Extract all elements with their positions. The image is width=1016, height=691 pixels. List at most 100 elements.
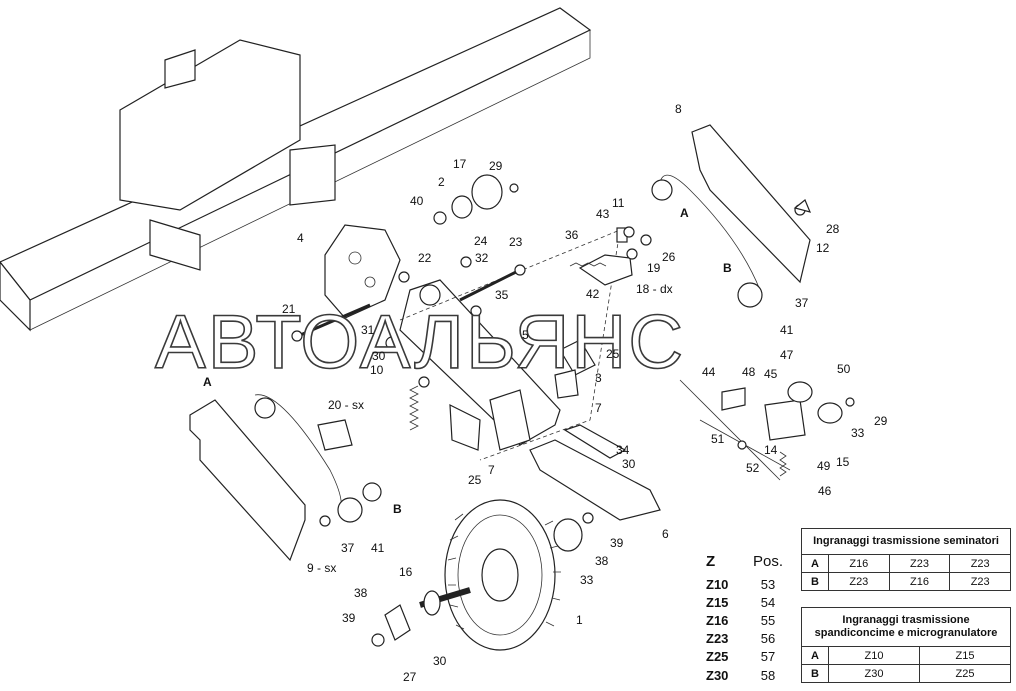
seed-table-row: A Z16 Z23 Z23 xyxy=(802,555,1010,573)
pos-value: 55 xyxy=(760,612,776,628)
z-header: Z xyxy=(706,553,716,570)
callout-label: 38 xyxy=(595,554,609,568)
spring-10 xyxy=(409,376,430,431)
z-pos-header: Z Pos. xyxy=(700,553,790,575)
callout-label: 1 xyxy=(576,613,583,627)
z-value: Z16 xyxy=(706,612,729,628)
z-value: Z30 xyxy=(706,667,729,683)
callout-label: 39 xyxy=(610,536,624,550)
drive-wheel xyxy=(444,499,594,651)
callout-label: 21 xyxy=(282,302,296,316)
callout-label: A xyxy=(203,375,212,389)
callout-label: 17 xyxy=(453,157,467,171)
micro-table-title: Ingranaggi trasmissione spandiconcime e … xyxy=(802,608,1010,647)
callout-label: 40 xyxy=(410,194,424,208)
z-pos-row: Z15 54 xyxy=(700,593,790,611)
callout-label: 38 xyxy=(354,586,368,600)
callout-label: 48 xyxy=(742,365,756,379)
gear-cell: Z10 xyxy=(829,647,920,664)
pos-value: 54 xyxy=(760,594,776,610)
z-value: Z10 xyxy=(706,576,729,592)
callout-label: 8 xyxy=(675,102,682,116)
micro-table-row: B Z30 Z25 xyxy=(802,665,1010,682)
callout-label: 5 xyxy=(522,328,529,342)
row-key: B xyxy=(802,665,829,682)
gear-cell: Z30 xyxy=(829,665,920,682)
lower-linkage xyxy=(679,379,855,481)
callout-label: 25 xyxy=(468,473,482,487)
skid-plate xyxy=(529,424,661,521)
callout-label: 4 xyxy=(297,231,304,245)
gear-cell: Z15 xyxy=(955,649,975,662)
callout-label: 29 xyxy=(874,414,888,428)
callout-label: 33 xyxy=(580,573,594,587)
callout-label: 45 xyxy=(764,367,778,381)
row-key: A xyxy=(802,647,829,664)
callout-label: 22 xyxy=(418,251,432,265)
callout-label: 6 xyxy=(662,527,669,541)
z-value: Z23 xyxy=(706,631,729,647)
bracket-18 xyxy=(569,227,633,286)
bolt-23 xyxy=(459,264,526,302)
callout-label: 16 xyxy=(399,565,413,579)
callout-label: 20 - sx xyxy=(328,398,364,412)
gear-cell: Z23 xyxy=(829,573,890,590)
callout-label: 47 xyxy=(780,348,794,362)
pos-value: 56 xyxy=(760,631,776,647)
callout-label: 43 xyxy=(596,207,610,221)
callout-label: 28 xyxy=(826,222,840,236)
callout-label: 51 xyxy=(711,432,725,446)
callout-label: 31 xyxy=(361,323,375,337)
seed-table-row: B Z23 Z16 Z23 xyxy=(802,573,1010,590)
callout-label: 37 xyxy=(341,541,355,555)
callout-label: B xyxy=(723,261,732,275)
callout-label: 35 xyxy=(495,288,509,302)
callout-label: 11 xyxy=(612,196,625,210)
watermark-text: АВТОАЛЬЯНС xyxy=(155,300,685,385)
sprocket-hub xyxy=(433,174,519,225)
callout-label: 49 xyxy=(817,459,831,473)
callout-label: 50 xyxy=(837,362,851,376)
callout-label: 14 xyxy=(764,443,778,457)
callout-label: A xyxy=(680,206,689,220)
z-pos-row: Z16 55 xyxy=(700,611,790,629)
callout-label: 30 xyxy=(372,349,386,363)
axle-assembly xyxy=(371,587,471,647)
gear-cell: Z23 xyxy=(890,555,951,572)
callout-label: 42 xyxy=(586,287,600,301)
callout-label: 32 xyxy=(475,251,489,265)
callout-label: B xyxy=(393,502,402,516)
callout-label: 26 xyxy=(662,250,676,264)
gear-cell: Z23 xyxy=(970,575,990,588)
micro-gear-table: Ingranaggi trasmissione spandiconcime e … xyxy=(801,607,1011,683)
gear-cell: Z25 xyxy=(955,667,975,680)
callout-label: 46 xyxy=(818,484,832,498)
z-value: Z15 xyxy=(706,594,729,610)
z-pos-row: Z10 53 xyxy=(700,575,790,593)
gear-cell: Z23 xyxy=(970,557,990,570)
callout-label: 7 xyxy=(488,463,495,477)
seed-gear-table: Ingranaggi trasmissione seminatori A Z16… xyxy=(801,528,1011,591)
gear-cell: Z16 xyxy=(890,573,951,590)
callout-label: 7 xyxy=(595,401,602,415)
callout-label: 23 xyxy=(509,235,523,249)
pos-value: 53 xyxy=(760,576,776,592)
callout-label: 30 xyxy=(622,457,636,471)
callout-label: 41 xyxy=(371,541,385,555)
callout-label: 19 xyxy=(647,261,661,275)
small-parts xyxy=(317,199,812,451)
main-arm xyxy=(399,229,621,461)
callout-label: 25 xyxy=(606,347,620,361)
gear-cell: Z16 xyxy=(829,555,890,572)
pos-value: 58 xyxy=(760,667,776,683)
callout-label: 33 xyxy=(851,426,865,440)
chain-guard-left xyxy=(189,394,382,562)
chain-guard-right xyxy=(651,124,811,308)
callout-label: 44 xyxy=(702,365,716,379)
z-pos-row: Z30 58 xyxy=(700,666,790,684)
callout-label: 34 xyxy=(616,443,630,457)
